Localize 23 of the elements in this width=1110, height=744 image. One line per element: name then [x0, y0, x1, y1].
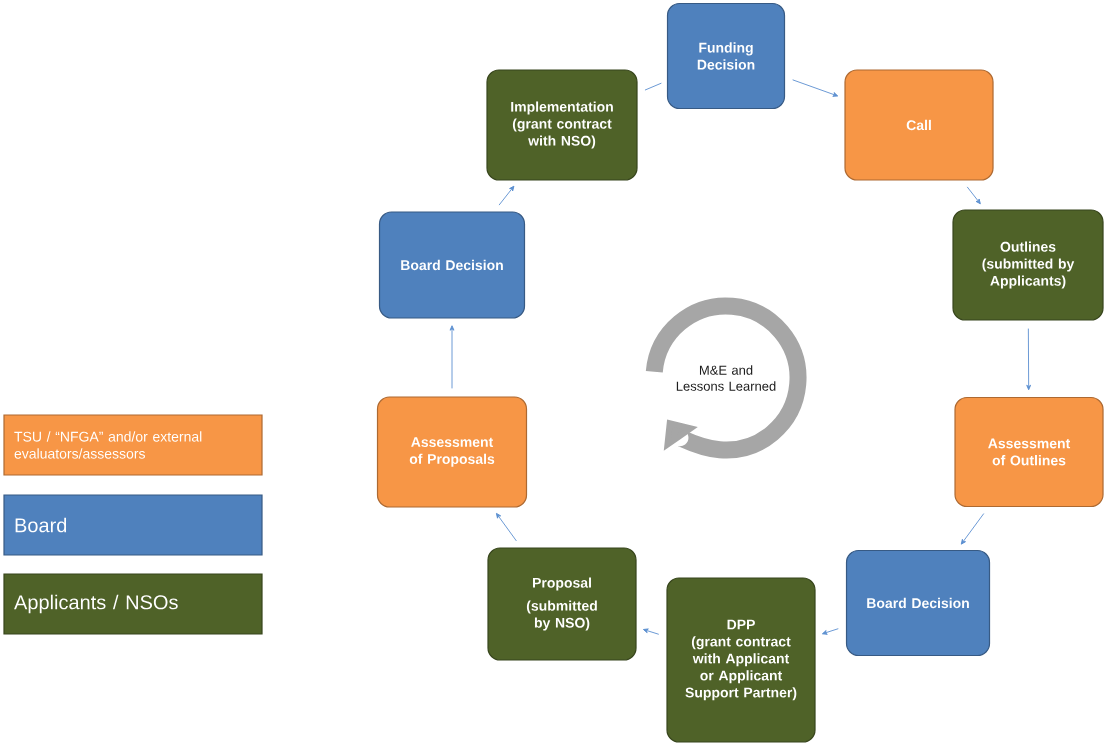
arrow	[792, 79, 839, 97]
legend-box: TSU / “NFGA” and/or external evaluators/assessors	[3, 414, 263, 476]
legend-box: Board	[3, 494, 263, 556]
process-box: DPP (grant contract with Applicant or Applicant Support Partner)	[666, 577, 816, 743]
arrow	[821, 628, 839, 635]
legend-box: Applicants / NSOs	[3, 573, 263, 635]
arrow	[642, 628, 660, 635]
arrow	[966, 186, 981, 205]
process-box: Outlines (submitted by Applicants)	[952, 209, 1104, 321]
process-box: Board Decision	[845, 549, 991, 657]
process-box: Assessment of Proposals	[376, 396, 528, 508]
arrow	[498, 185, 515, 206]
process-box: Call	[844, 69, 994, 181]
arrow	[449, 325, 455, 389]
process-box: Implementation (grant contract with NSO)	[486, 69, 638, 181]
process-box: Board Decision	[378, 211, 526, 319]
arrow	[1026, 328, 1032, 391]
process-box: Funding Decision	[666, 2, 786, 110]
center-label: M&E and Lessons Learned	[676, 365, 776, 391]
arrow	[495, 512, 517, 542]
process-box: Assessment of Outlines	[954, 396, 1104, 508]
process-box: Proposal (submitted by NSO)	[487, 547, 637, 661]
arrow	[960, 513, 985, 545]
